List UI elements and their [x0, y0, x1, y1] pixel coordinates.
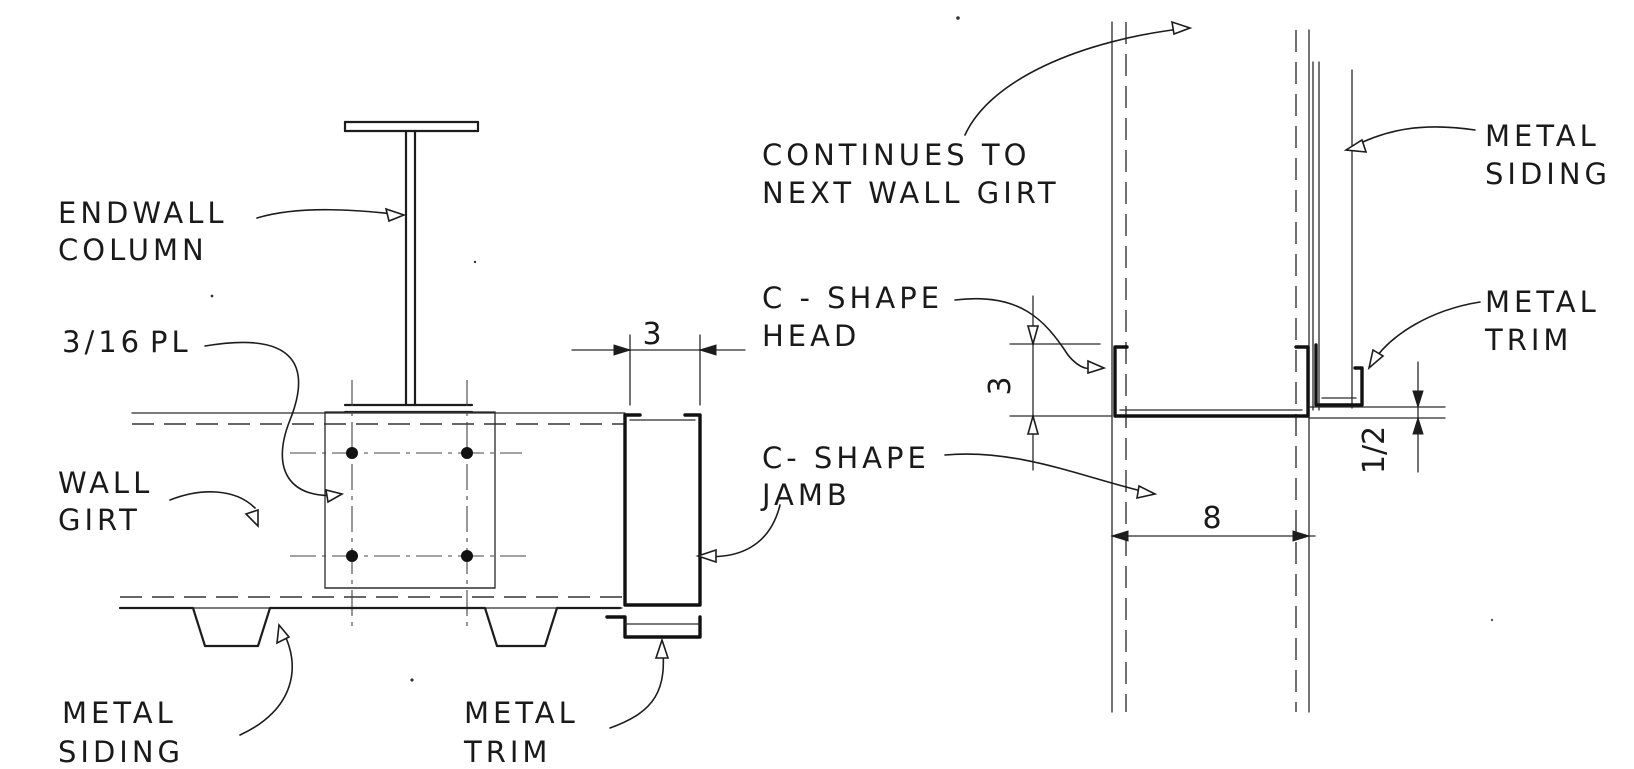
dimension-3-label: 3 — [983, 376, 1018, 395]
arrow-icon — [1136, 484, 1158, 500]
dimension-half-label: 1/2 — [1357, 426, 1392, 474]
metal-trim-leader — [1371, 301, 1481, 364]
plate-size-label: 3/16 — [62, 325, 143, 359]
metal-trim-label-line2: TRIM — [463, 735, 551, 769]
wall-girt-label-line2: GIRT — [58, 503, 141, 537]
arrow-icon — [384, 207, 407, 223]
continues-label-line1: CONTINUES TO — [762, 138, 1030, 172]
metal-siding-leader — [239, 629, 293, 736]
c-shape-head-label-line1: C - SHAPE — [762, 281, 943, 315]
metal-siding-label-line1: METAL — [1485, 119, 1600, 153]
wall-girt-lines — [119, 412, 626, 609]
scan-specks — [210, 16, 1494, 682]
arrow-icon — [325, 488, 345, 504]
endwall-column-section — [343, 120, 480, 414]
jamb-vertical-lines — [1111, 21, 1310, 713]
dimension-half-offset: 1/2 — [1357, 361, 1424, 474]
metal-siding-label-line2: SIDING — [58, 735, 184, 769]
arrow-icon — [654, 637, 670, 659]
bolt-icon — [346, 550, 358, 562]
metal-siding-profile — [118, 606, 622, 648]
arrow-icon — [1026, 413, 1040, 435]
c-shape-jamb-label-line1: C- SHAPE — [762, 441, 930, 475]
dimension-3-width: 3 — [571, 317, 746, 406]
bolt-icon — [461, 550, 473, 562]
metal-trim-label-line2: TRIM — [1484, 323, 1572, 357]
endwall-column-label-line1: ENDWALL — [58, 196, 228, 230]
c-shape-jamb-leader — [699, 504, 781, 558]
dimension-8-label: 8 — [1202, 501, 1221, 536]
metal-trim-leader — [609, 641, 665, 729]
metal-siding-label-line1: METAL — [62, 696, 177, 730]
arrow-icon — [1170, 20, 1193, 36]
wall-girt-leader — [169, 491, 256, 509]
arrow-icon — [1367, 348, 1385, 371]
dimension-3-label: 3 — [642, 317, 661, 352]
metal-siding-label-line2: SIDING — [1485, 157, 1611, 191]
metal-trim-head-section — [1314, 343, 1364, 407]
dimension-3-height: 3 — [983, 295, 1040, 471]
endwall-column-leader — [256, 208, 404, 219]
arrow-icon — [1343, 138, 1368, 153]
metal-siding-vertical — [1312, 61, 1353, 411]
c-shape-head-section — [1113, 345, 1310, 418]
continues-label-line2: NEXT WALL GIRT — [762, 176, 1060, 210]
continues-leader — [964, 27, 1189, 136]
c-shape-head-label-line2: HEAD — [762, 319, 860, 353]
arrow-icon — [695, 548, 717, 564]
connection-plate — [290, 380, 530, 632]
arrow-icon — [244, 508, 259, 528]
endwall-column-label-line2: COLUMN — [58, 233, 208, 267]
bolt-icon — [346, 447, 358, 459]
arrow-icon — [1087, 359, 1107, 375]
metal-siding-leader — [1349, 126, 1476, 149]
dimension-8-width: 8 — [1110, 501, 1316, 542]
plate-symbol-label: PL — [150, 325, 192, 359]
bolt-icon — [461, 447, 473, 459]
wall-girt-label-line1: WALL — [58, 466, 153, 500]
arrow-icon — [276, 623, 291, 645]
metal-trim-label-line1: METAL — [1485, 285, 1600, 319]
section-view: 3 8 1/2 CONTINUES TO NEXT WALL GIRT — [762, 20, 1611, 713]
c-shape-jamb-leader — [944, 453, 1151, 494]
arrow-icon — [1026, 325, 1040, 347]
c-shape-jamb-label-line2: JAMB — [760, 478, 851, 512]
metal-trim-section — [605, 615, 702, 639]
plan-view: 3 ENDWALL COLUMN 3/16 PL WALL GIRT C- SH… — [58, 120, 930, 769]
c-shape-jamb-section — [623, 413, 702, 607]
c-shape-head-leader — [954, 297, 1101, 370]
metal-trim-label-line1: METAL — [464, 696, 579, 730]
plate-leader — [204, 341, 341, 497]
